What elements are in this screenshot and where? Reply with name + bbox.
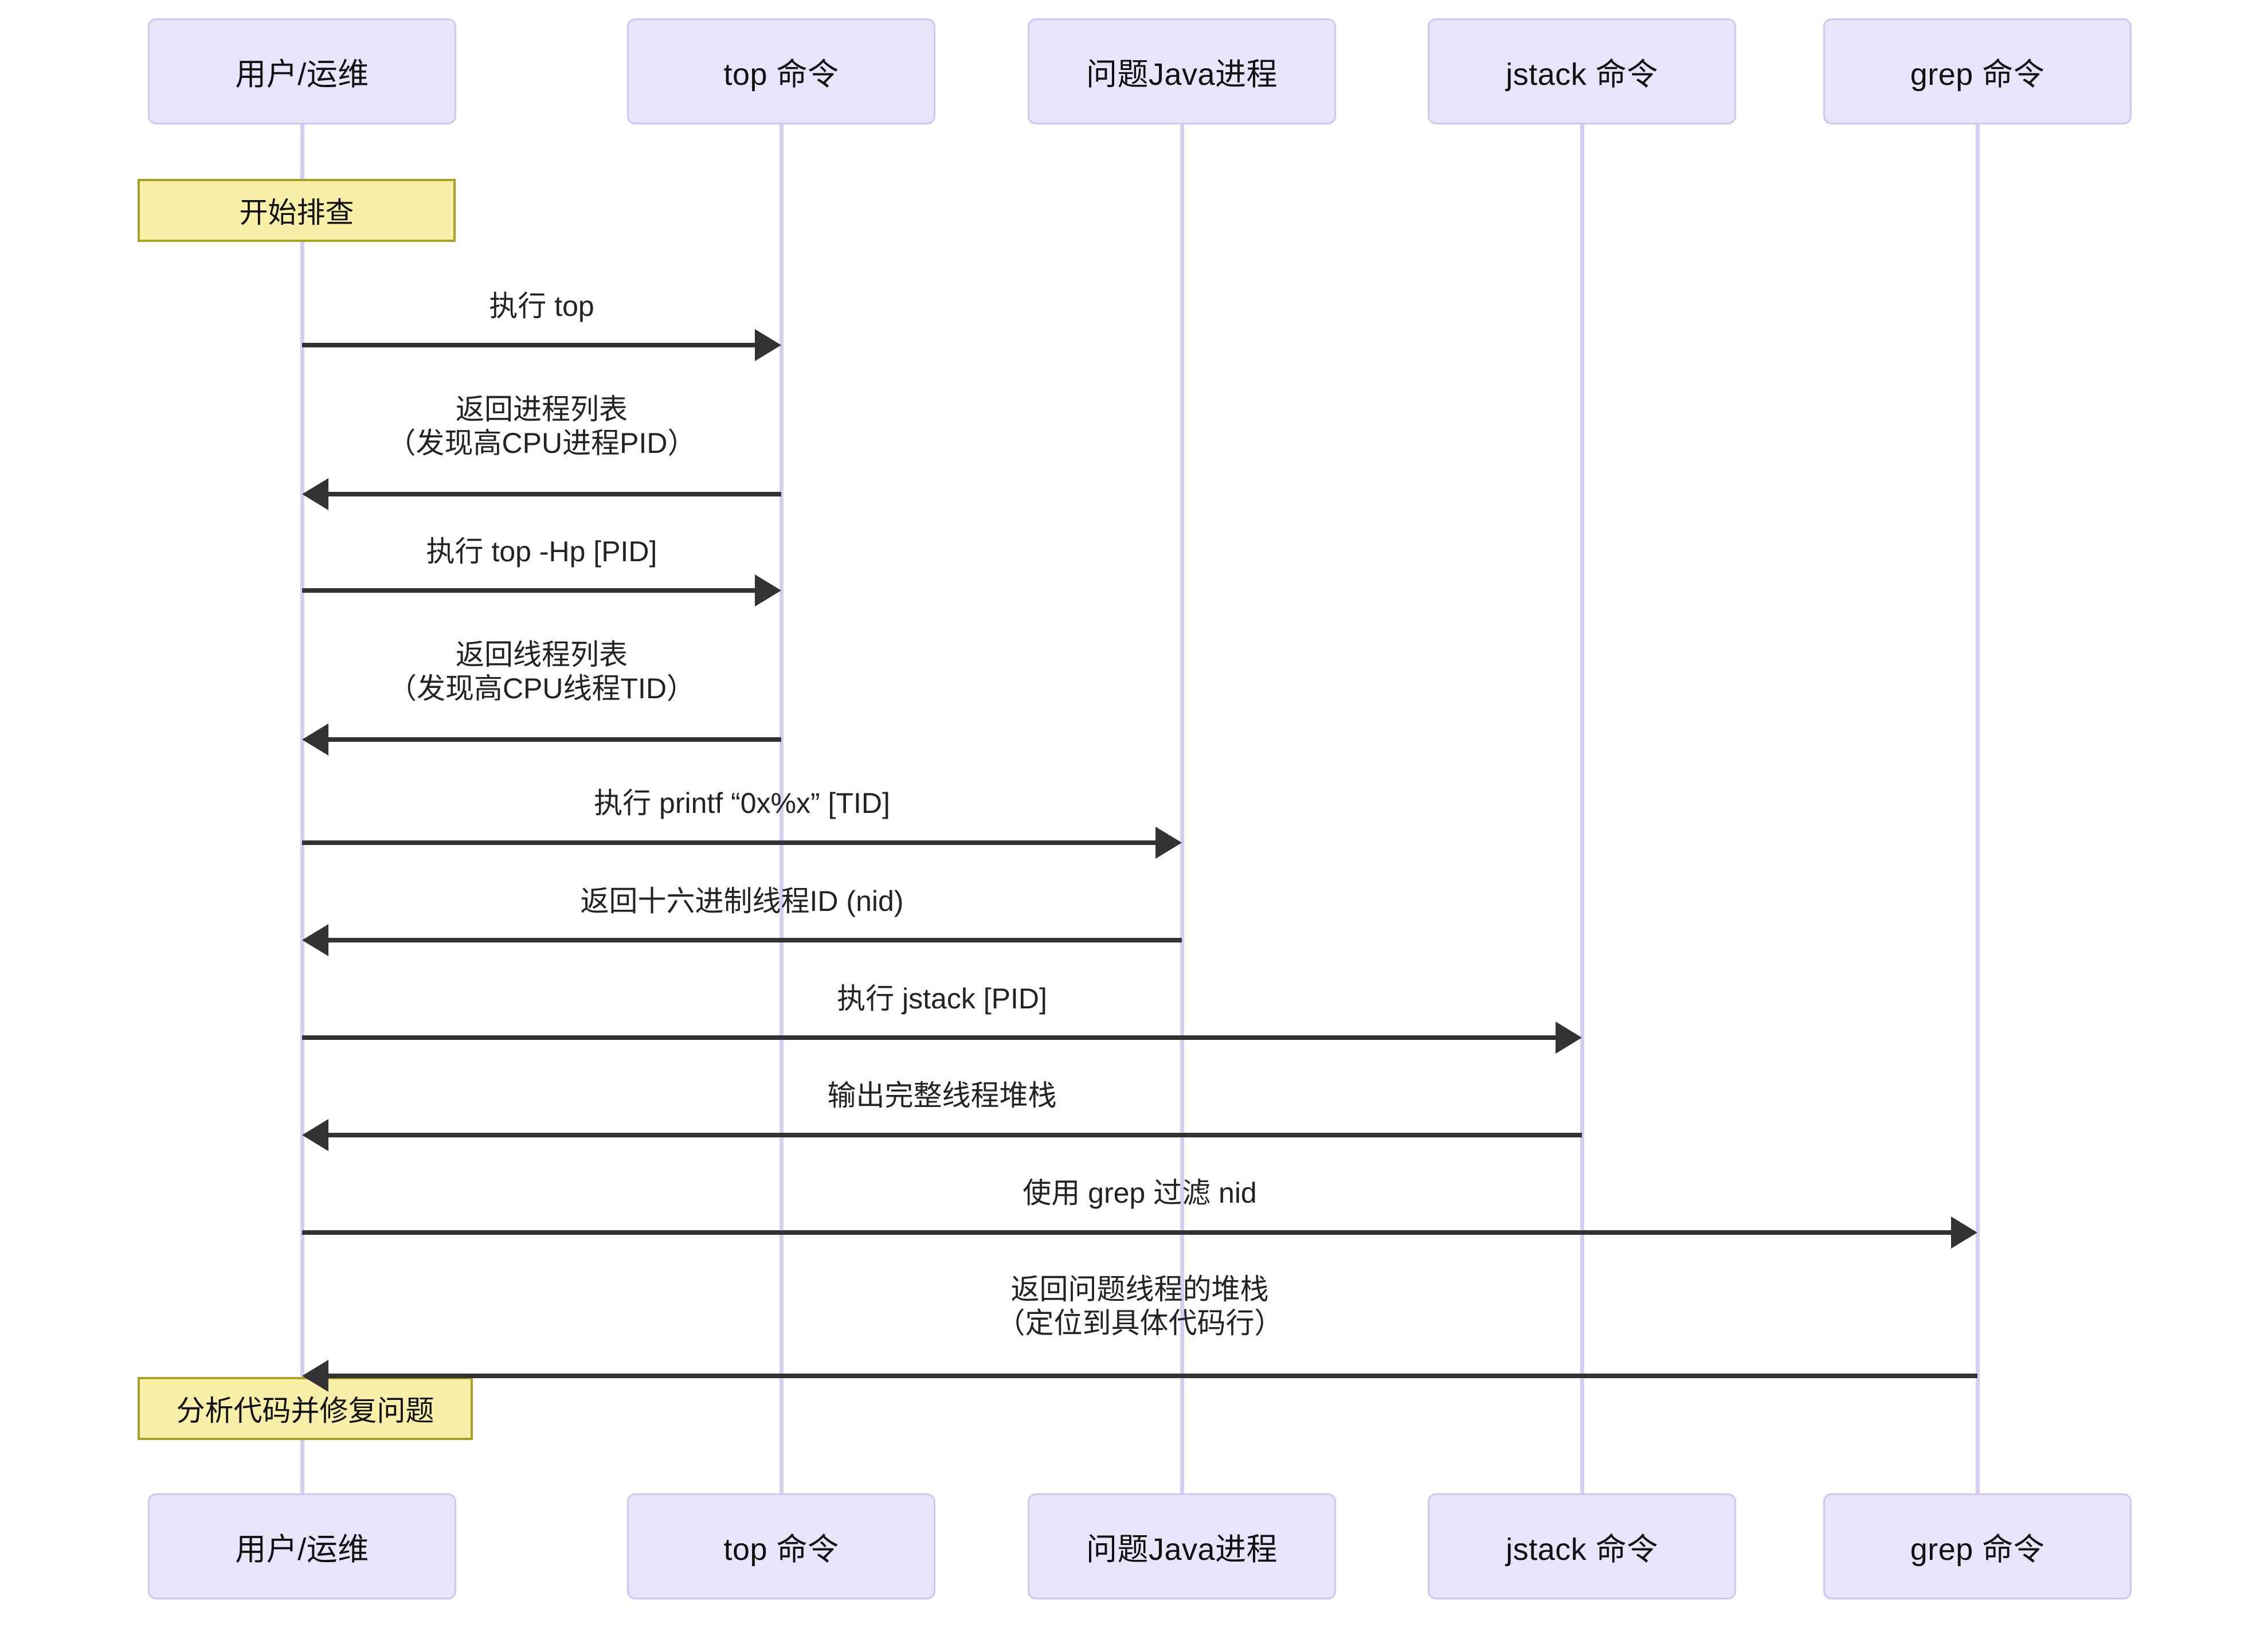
participant-bottom-jstack[interactable]: jstack 命令 xyxy=(1428,1493,1736,1599)
message-arrowhead-m1 xyxy=(755,329,781,361)
message-arrowhead-m10 xyxy=(302,1360,328,1392)
participant-label: 用户/运维 xyxy=(235,57,369,92)
message-label-m3: 执行 top -Hp [PID] xyxy=(426,535,657,568)
message-label-m2: 返回进程列表 （发现高CPU进程PID） xyxy=(387,393,696,459)
message-arrowhead-m7 xyxy=(1556,1022,1582,1054)
message-label-m4: 返回线程列表 （发现高CPU线程TID） xyxy=(387,639,696,705)
participant-top-java[interactable]: 问题Java进程 xyxy=(1028,18,1336,124)
participant-label: grep 命令 xyxy=(1910,1532,2045,1567)
message-label-m9: 使用 grep 过滤 nid xyxy=(1023,1177,1257,1209)
message-line-m7 xyxy=(302,1035,1558,1040)
participant-label: jstack 命令 xyxy=(1506,57,1658,92)
message-label-m6: 返回十六进制线程ID (nid) xyxy=(580,885,904,917)
participant-top-top[interactable]: top 命令 xyxy=(627,18,935,124)
message-line-m4 xyxy=(326,737,781,742)
message-label-m8: 输出完整线程堆栈 xyxy=(827,1079,1057,1112)
participant-label: jstack 命令 xyxy=(1506,1532,1658,1567)
participant-label: grep 命令 xyxy=(1910,57,2045,92)
message-arrowhead-m2 xyxy=(302,478,328,510)
note-label: 开始排查 xyxy=(239,197,354,229)
message-arrowhead-m5 xyxy=(1155,827,1182,859)
participant-top-user[interactable]: 用户/运维 xyxy=(148,18,456,124)
lifeline-jstack xyxy=(1580,124,1584,1493)
message-line-m2 xyxy=(326,492,781,496)
participant-bottom-user[interactable]: 用户/运维 xyxy=(148,1493,456,1599)
message-line-m1 xyxy=(302,343,757,347)
lifeline-grep xyxy=(1976,124,1980,1493)
note-start[interactable]: 开始排查 xyxy=(138,179,456,242)
lifeline-user xyxy=(300,124,304,1493)
message-arrowhead-m9 xyxy=(1951,1216,1977,1249)
participant-label: 用户/运维 xyxy=(235,1532,369,1567)
message-line-m8 xyxy=(326,1133,1582,1137)
participant-bottom-java[interactable]: 问题Java进程 xyxy=(1028,1493,1336,1599)
participant-top-jstack[interactable]: jstack 命令 xyxy=(1428,18,1736,124)
participant-label: 问题Java进程 xyxy=(1086,1532,1278,1567)
participant-bottom-grep[interactable]: grep 命令 xyxy=(1823,1493,2132,1599)
message-label-m10: 返回问题线程的堆栈 （定位到具体代码行） xyxy=(996,1273,1283,1339)
message-arrowhead-m8 xyxy=(302,1119,328,1151)
message-label-m7: 执行 jstack [PID] xyxy=(837,983,1047,1015)
message-arrowhead-m3 xyxy=(755,574,781,607)
participant-bottom-top[interactable]: top 命令 xyxy=(627,1493,935,1599)
note-end[interactable]: 分析代码并修复问题 xyxy=(138,1377,473,1440)
participant-label: 问题Java进程 xyxy=(1086,57,1278,92)
message-label-m1: 执行 top xyxy=(489,290,594,322)
message-arrowhead-m4 xyxy=(302,723,328,756)
lifeline-top xyxy=(779,124,784,1493)
message-line-m3 xyxy=(302,588,757,593)
lifeline-java xyxy=(1180,124,1184,1493)
message-line-m10 xyxy=(326,1374,1977,1378)
message-arrowhead-m6 xyxy=(302,924,328,956)
participant-label: top 命令 xyxy=(723,57,839,92)
message-line-m6 xyxy=(326,938,1182,942)
message-line-m9 xyxy=(302,1230,1953,1235)
participant-label: top 命令 xyxy=(723,1532,839,1567)
participant-top-grep[interactable]: grep 命令 xyxy=(1823,18,2132,124)
message-line-m5 xyxy=(302,840,1158,845)
message-label-m5: 执行 printf “0x%x” [TID] xyxy=(594,787,890,819)
note-label: 分析代码并修复问题 xyxy=(176,1395,434,1427)
